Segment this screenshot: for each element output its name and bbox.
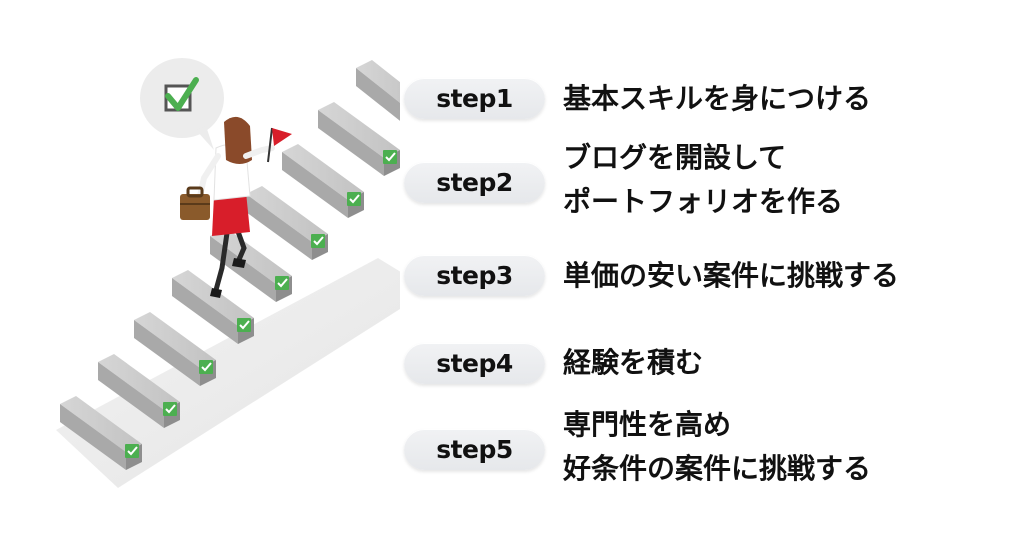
floor-shadow (56, 258, 400, 488)
flag-icon (267, 127, 292, 163)
stair-step (318, 102, 400, 176)
stair-step (246, 186, 328, 260)
check-icon (311, 234, 325, 248)
check-icon (347, 192, 361, 206)
step2-line1: ブログを開設して (563, 141, 787, 174)
stair-step (356, 60, 400, 121)
step5-line2: 好条件の案件に挑戦する (563, 452, 872, 485)
step5-description: 専門性を高め 好条件の案件に挑戦する (563, 405, 871, 489)
step2-line2: ポートフォリオを作る (563, 185, 844, 218)
check-icon (237, 318, 251, 332)
check-icon (383, 150, 397, 164)
step3-line1: 単価の安い案件に挑戦する (563, 259, 900, 292)
step5-line1: 専門性を高め (563, 408, 732, 441)
briefcase-icon (180, 186, 210, 220)
stair-steps (60, 60, 400, 470)
step4-badge: step4 (404, 343, 545, 384)
businesswoman-figure (197, 116, 275, 298)
step3-description: 単価の安い案件に挑戦する (563, 256, 899, 296)
check-icon (199, 360, 213, 374)
staircase-illustration (56, 58, 400, 488)
step2-badge: step2 (404, 162, 545, 203)
stair-step (98, 354, 180, 428)
check-icon (125, 444, 139, 458)
step3-badge: step3 (404, 255, 545, 296)
step2-description: ブログを開設して ポートフォリオを作る (563, 138, 843, 222)
stair-step (134, 312, 216, 386)
check-icon (163, 402, 177, 416)
speech-bubble-check-icon (140, 58, 224, 150)
step4-description: 経験を積む (563, 343, 703, 383)
step1-description: 基本スキルを身につける (563, 79, 871, 119)
step1-line1: 基本スキルを身につける (563, 82, 872, 115)
stair-step (282, 144, 364, 218)
stair-step (60, 396, 142, 470)
step4-line1: 経験を積む (563, 346, 704, 379)
step5-badge: step5 (404, 429, 545, 470)
check-icon (275, 276, 289, 290)
step1-badge: step1 (404, 78, 545, 119)
stair-step (172, 270, 254, 344)
